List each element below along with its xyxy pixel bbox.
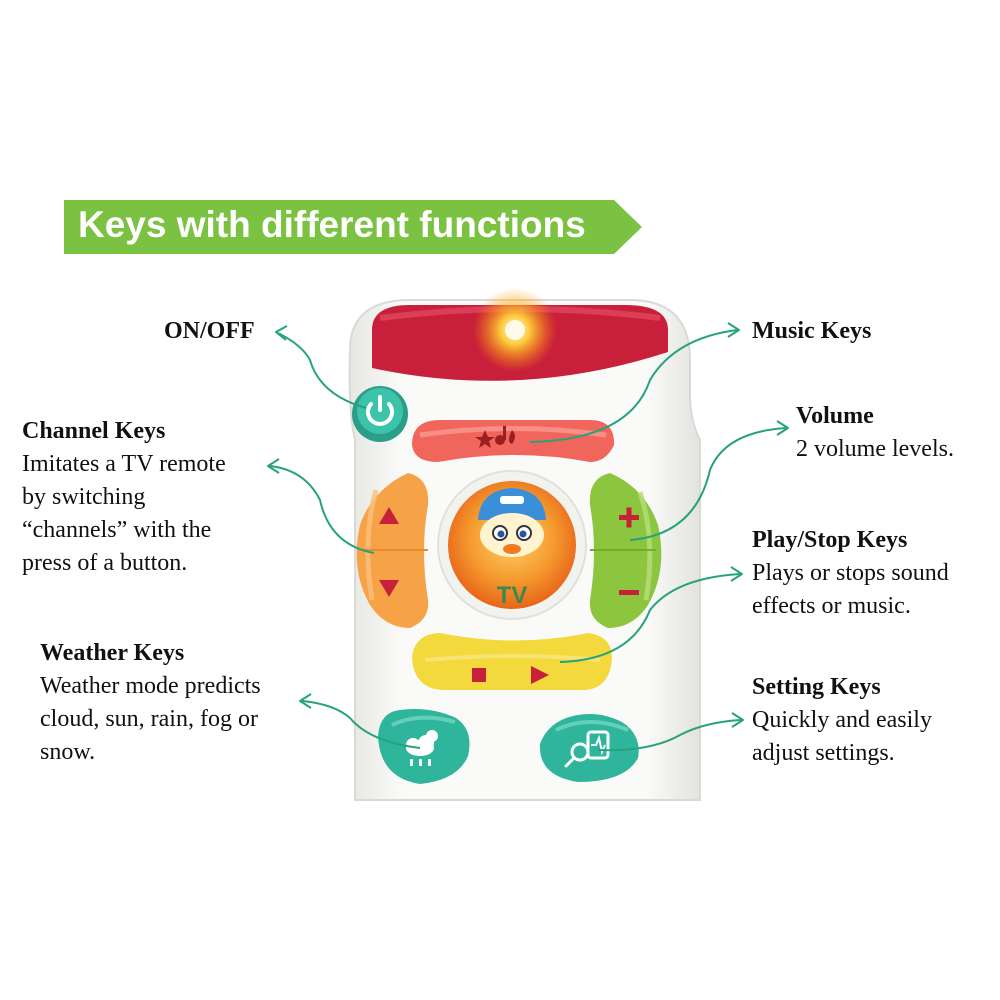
music-notes-icon xyxy=(475,426,515,448)
center-logo-text: TV xyxy=(497,582,528,609)
label-weather-keys: Weather Keys Weather mode predicts cloud… xyxy=(40,637,261,769)
stop-square-icon xyxy=(472,668,486,682)
banner-shape xyxy=(64,200,642,254)
label-play-stop-title: Play/Stop Keys xyxy=(752,527,908,553)
label-play-stop-line: Plays or stops sound xyxy=(752,560,949,586)
label-channel-line: by switching xyxy=(22,484,146,510)
label-volume: Volume 2 volume levels. xyxy=(796,400,954,466)
down-triangle-icon xyxy=(379,580,399,597)
label-play-stop-line: effects or music. xyxy=(752,593,911,619)
minus-icon xyxy=(619,590,639,595)
on-off-button[interactable] xyxy=(352,386,408,442)
label-weather-line: cloud, sun, rain, fog or xyxy=(40,706,258,732)
label-channel-keys: Channel Keys Imitates a TV remote by swi… xyxy=(22,415,226,580)
label-music-title: Music Keys xyxy=(752,318,872,344)
label-on-off: ON/OFF xyxy=(164,315,255,348)
duck-character-icon xyxy=(478,488,546,557)
play-stop-key[interactable] xyxy=(412,633,612,690)
center-logo-disc: TV xyxy=(437,470,587,620)
label-weather-line: Weather mode predicts xyxy=(40,673,261,699)
label-play-stop-keys: Play/Stop Keys Plays or stops sound effe… xyxy=(752,524,949,623)
play-triangle-icon xyxy=(531,666,549,684)
label-music-keys: Music Keys xyxy=(752,315,871,348)
label-channel-line: press of a button. xyxy=(22,550,188,576)
label-weather-line: snow. xyxy=(40,739,96,765)
label-setting-keys: Setting Keys Quickly and easily adjust s… xyxy=(752,671,932,770)
label-channel-title: Channel Keys xyxy=(22,418,166,444)
label-setting-line: Quickly and easily xyxy=(752,707,932,733)
label-on-off-title: ON/OFF xyxy=(164,318,255,344)
label-channel-line: Imitates a TV remote xyxy=(22,451,226,477)
banner-title: Keys with different functions xyxy=(78,204,586,245)
label-volume-title: Volume xyxy=(796,403,874,429)
setting-key[interactable] xyxy=(539,714,639,782)
label-setting-line: adjust settings. xyxy=(752,740,895,766)
power-icon xyxy=(366,395,394,426)
label-volume-line: 2 volume levels. xyxy=(796,436,954,462)
plus-icon xyxy=(619,507,639,528)
label-setting-title: Setting Keys xyxy=(752,674,881,700)
label-channel-line: “channels” with the xyxy=(22,517,212,543)
up-triangle-icon xyxy=(379,507,399,524)
title-banner: Keys with different functions xyxy=(64,200,642,254)
label-weather-title: Weather Keys xyxy=(40,640,185,666)
